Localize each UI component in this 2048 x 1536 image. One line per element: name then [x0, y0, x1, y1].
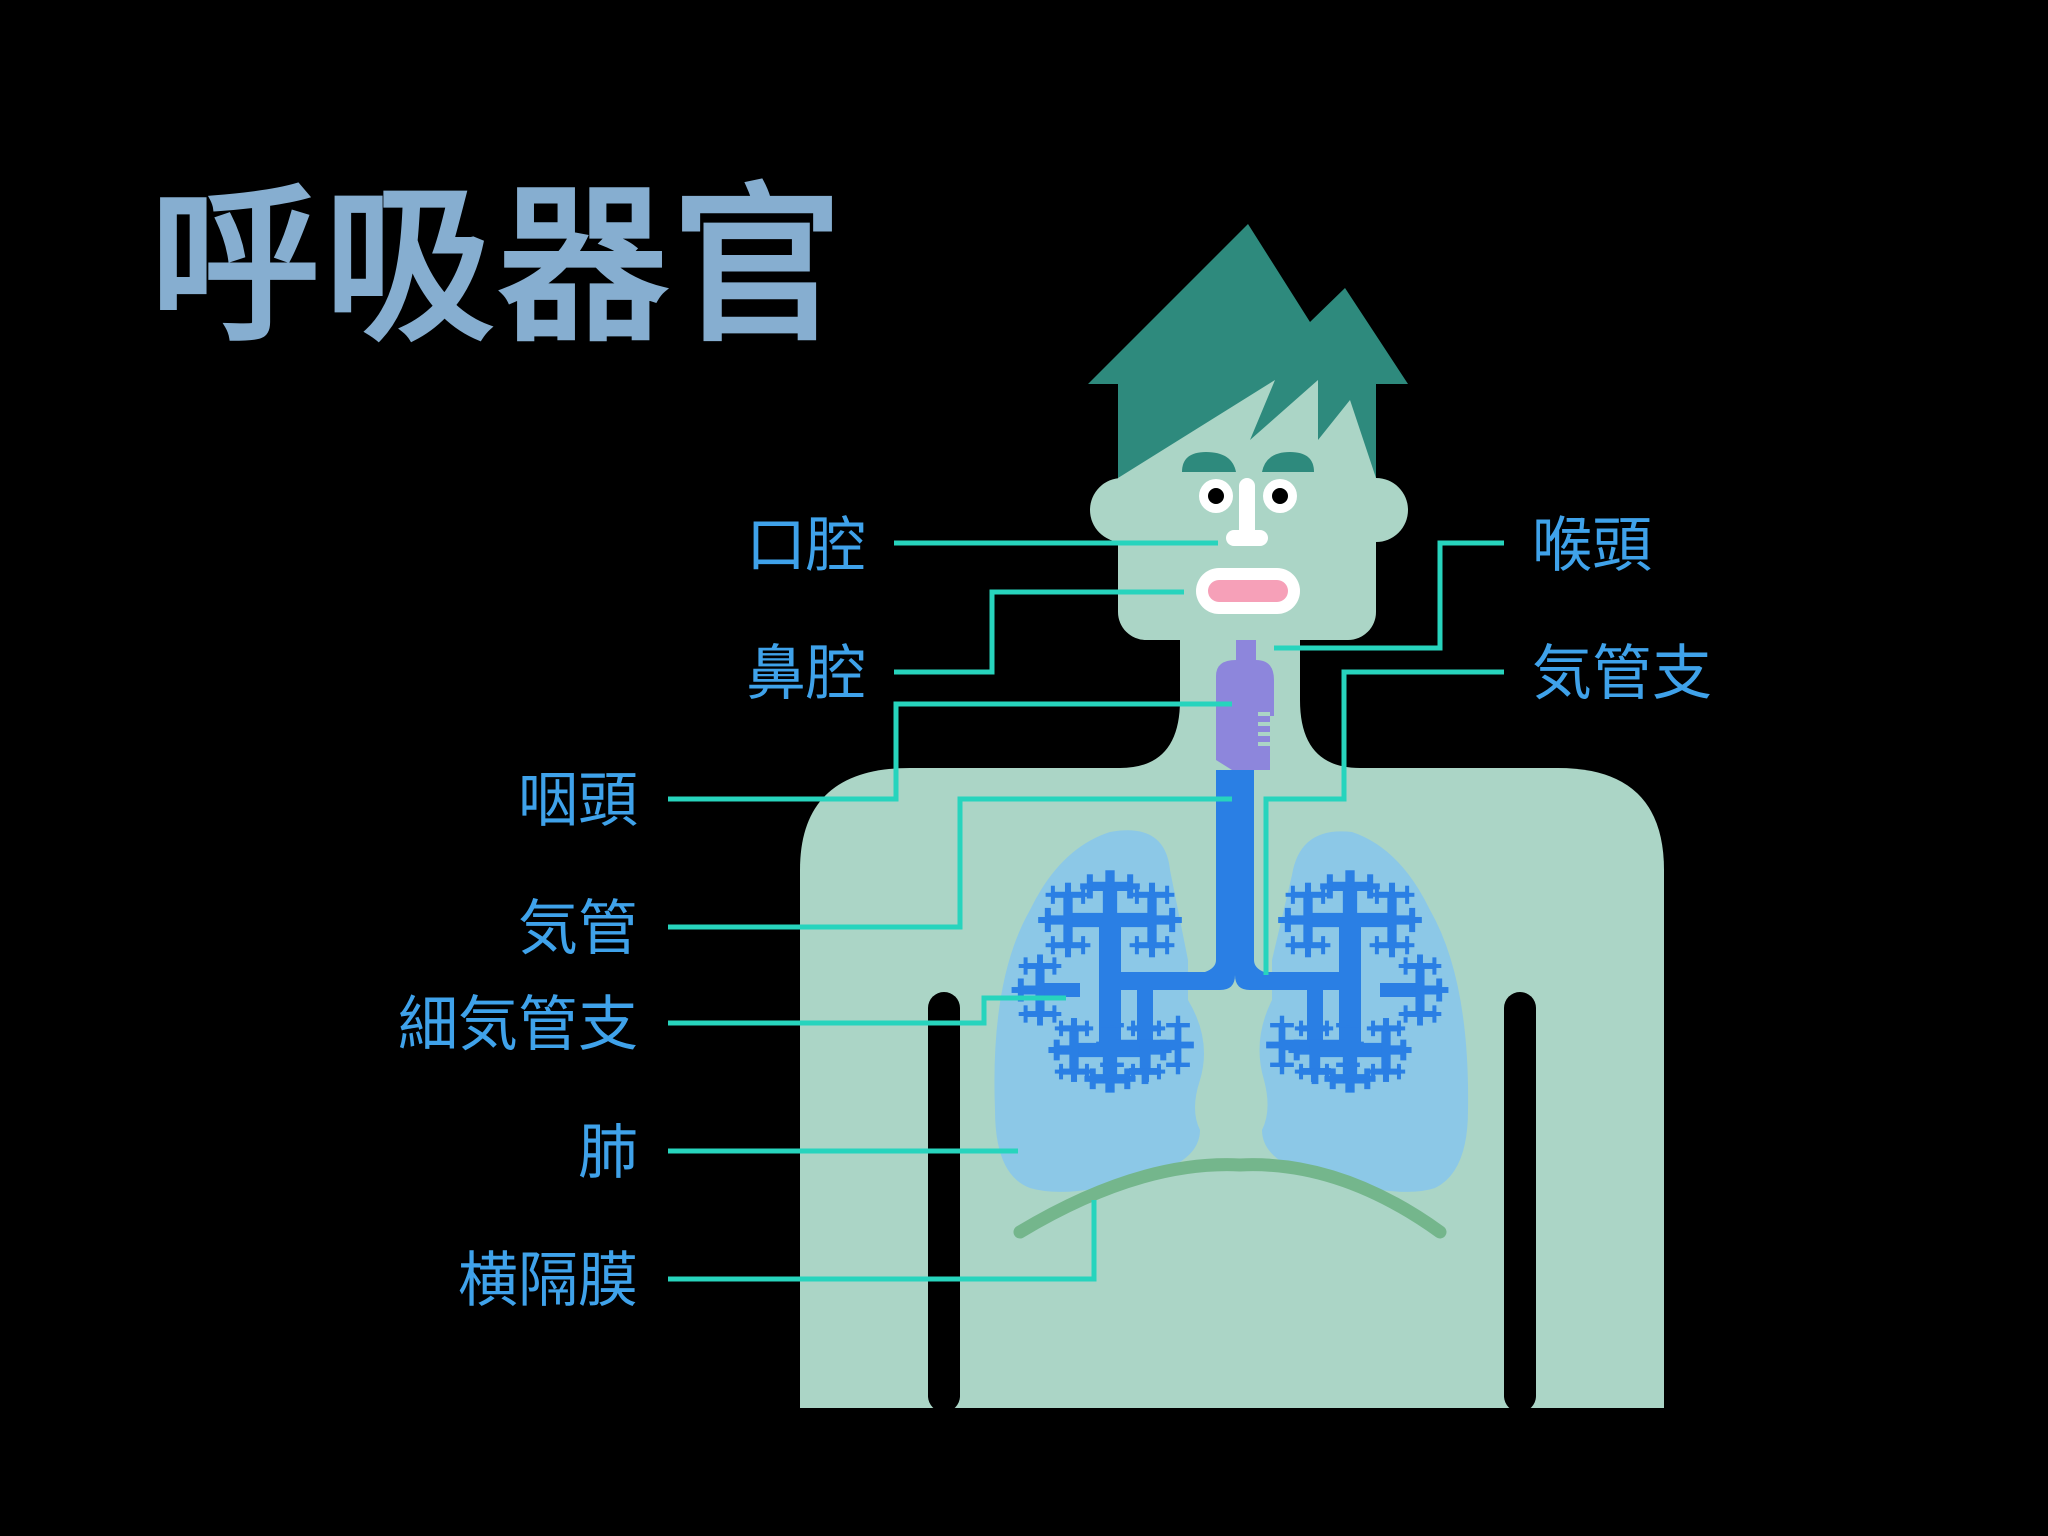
label-larynx: 喉頭	[1532, 511, 1652, 581]
leader-lines	[668, 540, 1504, 1282]
label-diaphragm: 横隔膜	[458, 1246, 638, 1316]
leader-pharynx	[668, 701, 1232, 802]
right-pupil	[1272, 488, 1288, 504]
label-oral-cavity: 口腔	[746, 511, 866, 581]
labels: 口腔 鼻腔 咽頭 気管 細気管支 肺 横隔膜 喉頭 気管支	[398, 511, 1712, 1316]
right-eyebrow	[1262, 452, 1314, 472]
trachea-tube	[1216, 770, 1254, 960]
left-arm-gap	[928, 992, 960, 1412]
label-lung: 肺	[578, 1118, 638, 1188]
leader-larynx	[1274, 540, 1504, 651]
larynx-rings	[1258, 712, 1270, 746]
lips	[1208, 580, 1288, 602]
label-nasal-cavity: 鼻腔	[746, 639, 866, 709]
label-bronchus: 気管支	[1532, 639, 1712, 709]
hair	[1088, 224, 1408, 478]
airways	[1011, 640, 1449, 1093]
diaphragm-shape	[1013, 1158, 1447, 1239]
left-eyebrow	[1182, 452, 1236, 472]
nose	[1239, 478, 1255, 542]
bronchial-tree-right	[1266, 870, 1449, 1093]
right-arm-gap	[1504, 992, 1536, 1412]
bronchial-tree-left	[1011, 870, 1194, 1093]
leader-diaphragm	[668, 1200, 1097, 1282]
left-pupil	[1208, 488, 1224, 504]
nose-base	[1226, 530, 1268, 546]
human-figure	[800, 224, 1664, 1412]
leader-trachea	[668, 796, 1232, 930]
main-bronchi	[1100, 950, 1360, 990]
leader-bronchiole	[668, 995, 1066, 1026]
torso	[800, 768, 1664, 1408]
label-bronchiole: 細気管支	[398, 990, 638, 1060]
label-trachea: 気管	[518, 894, 638, 964]
leader-nasal-cavity	[894, 589, 1184, 675]
label-pharynx: 咽頭	[518, 766, 638, 836]
pharynx-tube	[1216, 640, 1274, 770]
page-title: 呼吸器官	[150, 166, 846, 366]
leader-bronchus	[1263, 669, 1504, 975]
